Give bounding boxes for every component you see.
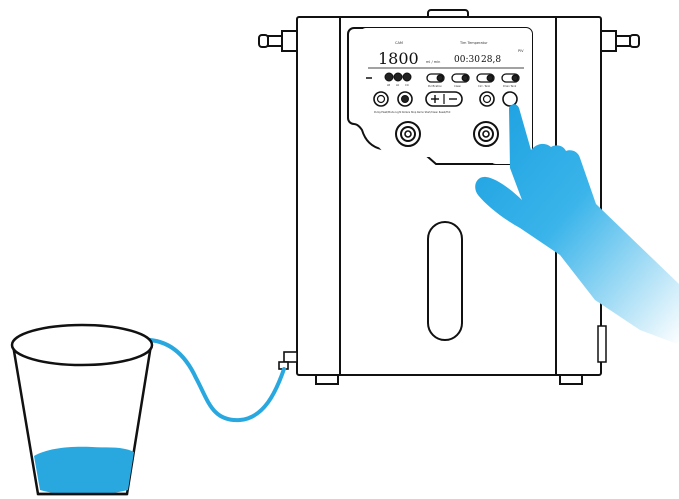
knob-2[interactable]	[393, 72, 403, 82]
cup-icon	[10, 323, 154, 496]
knob-3[interactable]	[402, 72, 412, 82]
hand-pointer-icon	[475, 104, 679, 345]
foot-right	[559, 374, 583, 385]
left-connector	[258, 30, 298, 52]
panel-label-right: PIV	[518, 49, 524, 53]
foot-left	[315, 374, 339, 385]
drain-tap	[278, 351, 298, 370]
flow-counter-value: 1800	[378, 49, 419, 68]
switch-caption-3: Circ. Tank	[478, 84, 491, 88]
reset-button[interactable]	[502, 91, 518, 107]
water-level-window	[427, 221, 463, 341]
timer-value: 00:30	[454, 55, 480, 65]
panel-label-left: CAM	[395, 41, 403, 45]
switch-caption-1: Purification	[428, 84, 442, 88]
mode-button[interactable]	[373, 91, 389, 107]
start-button[interactable]	[479, 91, 495, 107]
flow-counter-unit: ml / min	[426, 60, 440, 64]
port-left[interactable]	[395, 121, 421, 147]
knob-caption-2: LO	[396, 83, 399, 87]
knob-1[interactable]	[384, 72, 394, 82]
knob-caption-1: LB	[387, 83, 390, 87]
knob-group	[384, 72, 412, 82]
panel-label-center: Tim Temperatur	[459, 41, 488, 45]
toggle-switches	[426, 73, 520, 83]
right-connector	[600, 30, 640, 52]
button-row	[373, 91, 518, 107]
side-outlet	[597, 325, 607, 363]
switch-caption-2: Clean	[454, 84, 462, 88]
temperature-value: 28,8	[481, 55, 501, 65]
knob-caption-3: CO	[405, 83, 409, 87]
port-right[interactable]	[473, 121, 499, 147]
switch-caption-4: Drain Tank	[503, 84, 517, 88]
button-row-caption: Pump/Heat/Mode Light Rollers Stop Remo S…	[374, 111, 451, 114]
cup-water	[34, 446, 134, 496]
